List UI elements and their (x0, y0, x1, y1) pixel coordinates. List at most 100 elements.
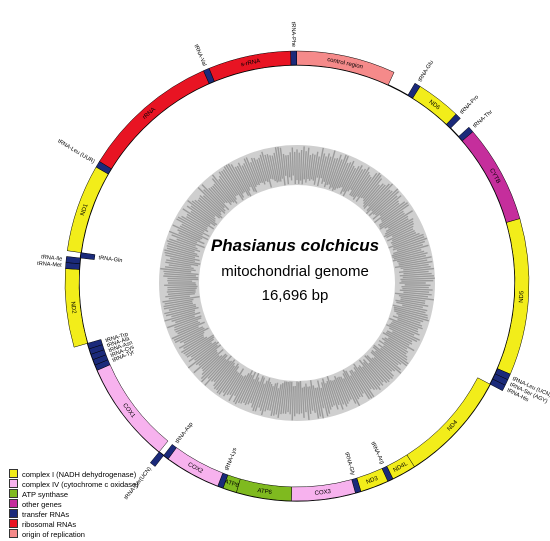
gc-tick (169, 257, 201, 265)
gc-tick (361, 366, 381, 391)
gc-tick (187, 344, 218, 369)
gc-tick (374, 195, 398, 216)
gc-tick (401, 279, 434, 282)
gc-tick (329, 380, 340, 406)
gc-tick (191, 200, 216, 220)
gc-tick (164, 251, 200, 262)
gc-tick (164, 266, 196, 272)
gc-tick (222, 169, 244, 201)
gc-tick (390, 322, 420, 336)
gc-tick (164, 305, 197, 315)
gc-tick (402, 304, 428, 312)
gc-tick (187, 199, 216, 222)
legend-item-complex-iv-cytochrome-c-oxidase: complex IV (cytochrome c oxidase) (9, 479, 139, 489)
label-trna-gly: tRNA-Gly (343, 452, 355, 477)
gc-tick (301, 146, 305, 185)
gc-tick (258, 380, 268, 408)
gc-tick (213, 360, 233, 383)
gc-tick (168, 264, 194, 270)
label-trna-glu: tRNA-Glu (417, 60, 435, 84)
legend-swatch (9, 479, 18, 488)
legend-swatch (9, 489, 18, 498)
genome-size: 16,696 bp (261, 287, 329, 304)
gc-tick (282, 381, 288, 414)
gc-tick (165, 261, 192, 267)
gc-tick (363, 361, 384, 386)
gc-tick (372, 346, 402, 371)
gc-tick (237, 162, 251, 188)
gene-trna-asp (163, 444, 177, 460)
gc-tick (392, 252, 428, 262)
gc-tick (171, 311, 201, 323)
gc-tick (402, 287, 433, 291)
gc-tick (163, 275, 199, 279)
gc-tick (371, 190, 393, 212)
legend-swatch (9, 499, 18, 508)
gc-tick (399, 272, 432, 277)
gc-tick (349, 168, 367, 196)
gc-tick (316, 153, 326, 187)
gc-tick (277, 383, 284, 418)
gc-tick (308, 386, 314, 411)
gc-tick (234, 166, 252, 197)
gc-tick (269, 155, 277, 182)
gc-tick (310, 154, 316, 180)
gc-tick (289, 381, 293, 415)
gc-tick (396, 312, 424, 323)
gc-tick (312, 151, 319, 181)
gc-tick (163, 302, 193, 310)
gc-tick (218, 175, 237, 201)
gc-tick (353, 363, 372, 390)
gc-tick (352, 171, 370, 198)
gc-tick (398, 256, 432, 264)
gc-tick (352, 174, 371, 200)
gc-tick (202, 195, 222, 213)
legend-item-ribosomal-rnas: ribosomal RNAs (9, 519, 139, 529)
gc-tick (331, 154, 347, 192)
gc-tick (258, 157, 267, 182)
gc-tick (208, 187, 230, 211)
label-s-rrna: s-rRNA (240, 58, 260, 68)
gc-tick (308, 153, 314, 181)
gc-tick (160, 267, 192, 273)
legend: complex I (NADH dehydrogenase)complex IV… (9, 469, 139, 539)
gc-tick (291, 386, 295, 421)
gc-tick (350, 166, 370, 197)
legend-label: transfer RNAs (22, 510, 70, 519)
gc-tick (381, 202, 409, 223)
gc-tick (382, 332, 415, 352)
gc-tick (321, 153, 330, 185)
gc-tick (339, 165, 355, 195)
gc-tick (402, 275, 434, 279)
gc-tick (400, 298, 426, 304)
species-name: Phasianus colchicus (210, 236, 380, 255)
gc-tick (370, 351, 393, 372)
gc-tick (164, 298, 194, 305)
gc-tick (273, 152, 280, 182)
legend-item-origin-of-replication: origin of replication (9, 529, 139, 539)
gc-tick (178, 232, 205, 245)
gc-tick (254, 383, 265, 412)
gene-trna-ser-ucn (149, 451, 164, 467)
gc-tick (347, 165, 363, 192)
gc-tick (309, 380, 316, 413)
gc-tick (229, 374, 243, 396)
gc-tick (371, 349, 396, 372)
gc-tick (305, 383, 310, 421)
gc-tick (303, 151, 307, 180)
gc-tick (400, 296, 426, 302)
gc-tick (218, 178, 238, 204)
gc-tick (259, 154, 269, 183)
gene-cox1 (96, 364, 169, 453)
gc-tick (197, 187, 226, 214)
gc-tick (223, 166, 245, 198)
gc-tick (289, 152, 293, 181)
gc-tick (207, 358, 227, 379)
gc-tick (163, 300, 193, 308)
legend-label: complex I (NADH dehydrogenase) (22, 470, 137, 479)
gc-tick (383, 220, 414, 238)
gc-tick (384, 217, 414, 235)
gc-tick (386, 330, 413, 345)
gc-tick (358, 365, 378, 390)
gc-tick (325, 382, 334, 408)
